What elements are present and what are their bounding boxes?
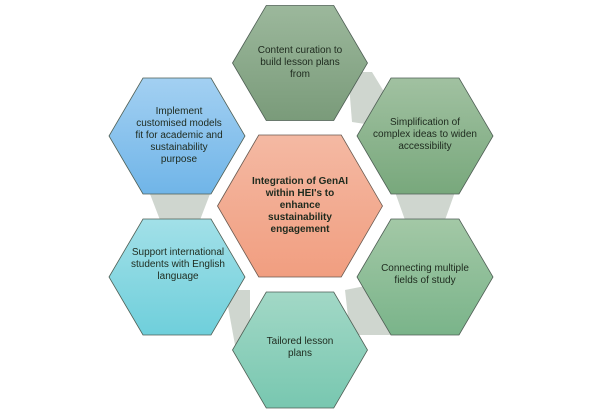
- hexagon-content-curation: [232, 5, 368, 121]
- node-label-content-curation: Content curation to build lesson plans f…: [257, 45, 343, 80]
- hexagon-custom-models: [108, 77, 246, 195]
- node-label-connecting-fields: Connecting multiple fields of study: [381, 263, 469, 286]
- hexagon-international-students: [108, 218, 246, 336]
- node-label-tailored-plans: Tailored lesson plans: [266, 336, 334, 359]
- hexagons: [108, 5, 494, 409]
- node-label-international-students: Support international students with Engl…: [131, 247, 225, 282]
- hexagon-simplification: [356, 77, 494, 195]
- center-hexagon-label: Integration of GenAI within HEI's to enh…: [251, 176, 349, 235]
- hexagon-tailored-plans: [232, 291, 368, 409]
- hexagon-connecting-fields: [356, 218, 494, 336]
- node-label-simplification: Simplification of complex ideas to widen…: [373, 117, 477, 152]
- connector-shape: [395, 192, 455, 220]
- center-hexagon: [217, 134, 383, 278]
- node-label-custom-models: Implement customised models fit for acad…: [135, 106, 223, 165]
- connector-shape: [150, 194, 210, 220]
